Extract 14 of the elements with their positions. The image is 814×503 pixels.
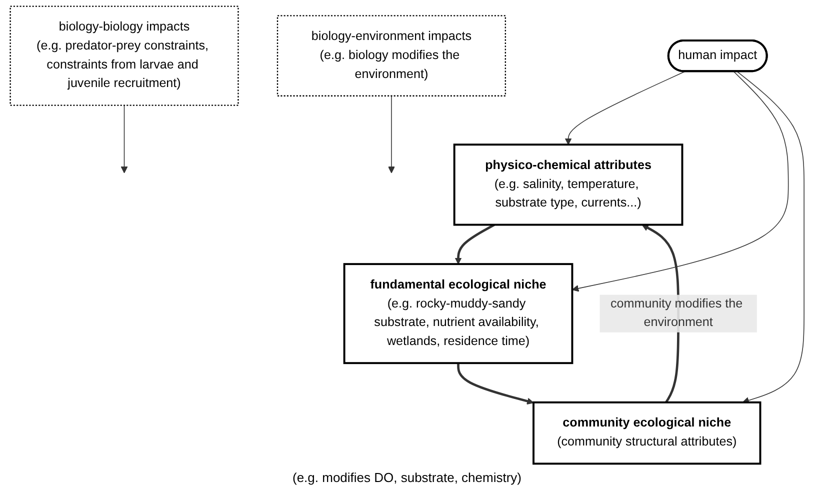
arrow — [388, 96, 395, 174]
node-box: biology-biology impacts (e.g. predator-prey constraints, constraints from larvae and juvenile recruitment) — [10, 6, 239, 106]
note-text: (e.g. modifies DO, substrate, chemistry) — [291, 470, 522, 485]
arrow — [454, 224, 495, 264]
node-box: fundamental ecological niche (e.g. rocky-muddy-sandy substrate, nutrient availability, wetlands, residence time) — [343, 263, 574, 364]
arrow — [456, 363, 534, 405]
arrow — [572, 71, 789, 292]
edge-label: community modifies the environment — [610, 297, 742, 330]
node-box: community ecological niche (community structural attributes) — [532, 401, 762, 465]
node-box: biology-environment impacts (e.g. biology modifies the environment) — [276, 15, 506, 96]
arrow — [736, 71, 804, 404]
arrow — [120, 104, 128, 174]
node-box: physico-chemical attributes (e.g. salinity, temperature, substrate type, currents...) — [453, 144, 684, 226]
arrow — [564, 71, 686, 145]
